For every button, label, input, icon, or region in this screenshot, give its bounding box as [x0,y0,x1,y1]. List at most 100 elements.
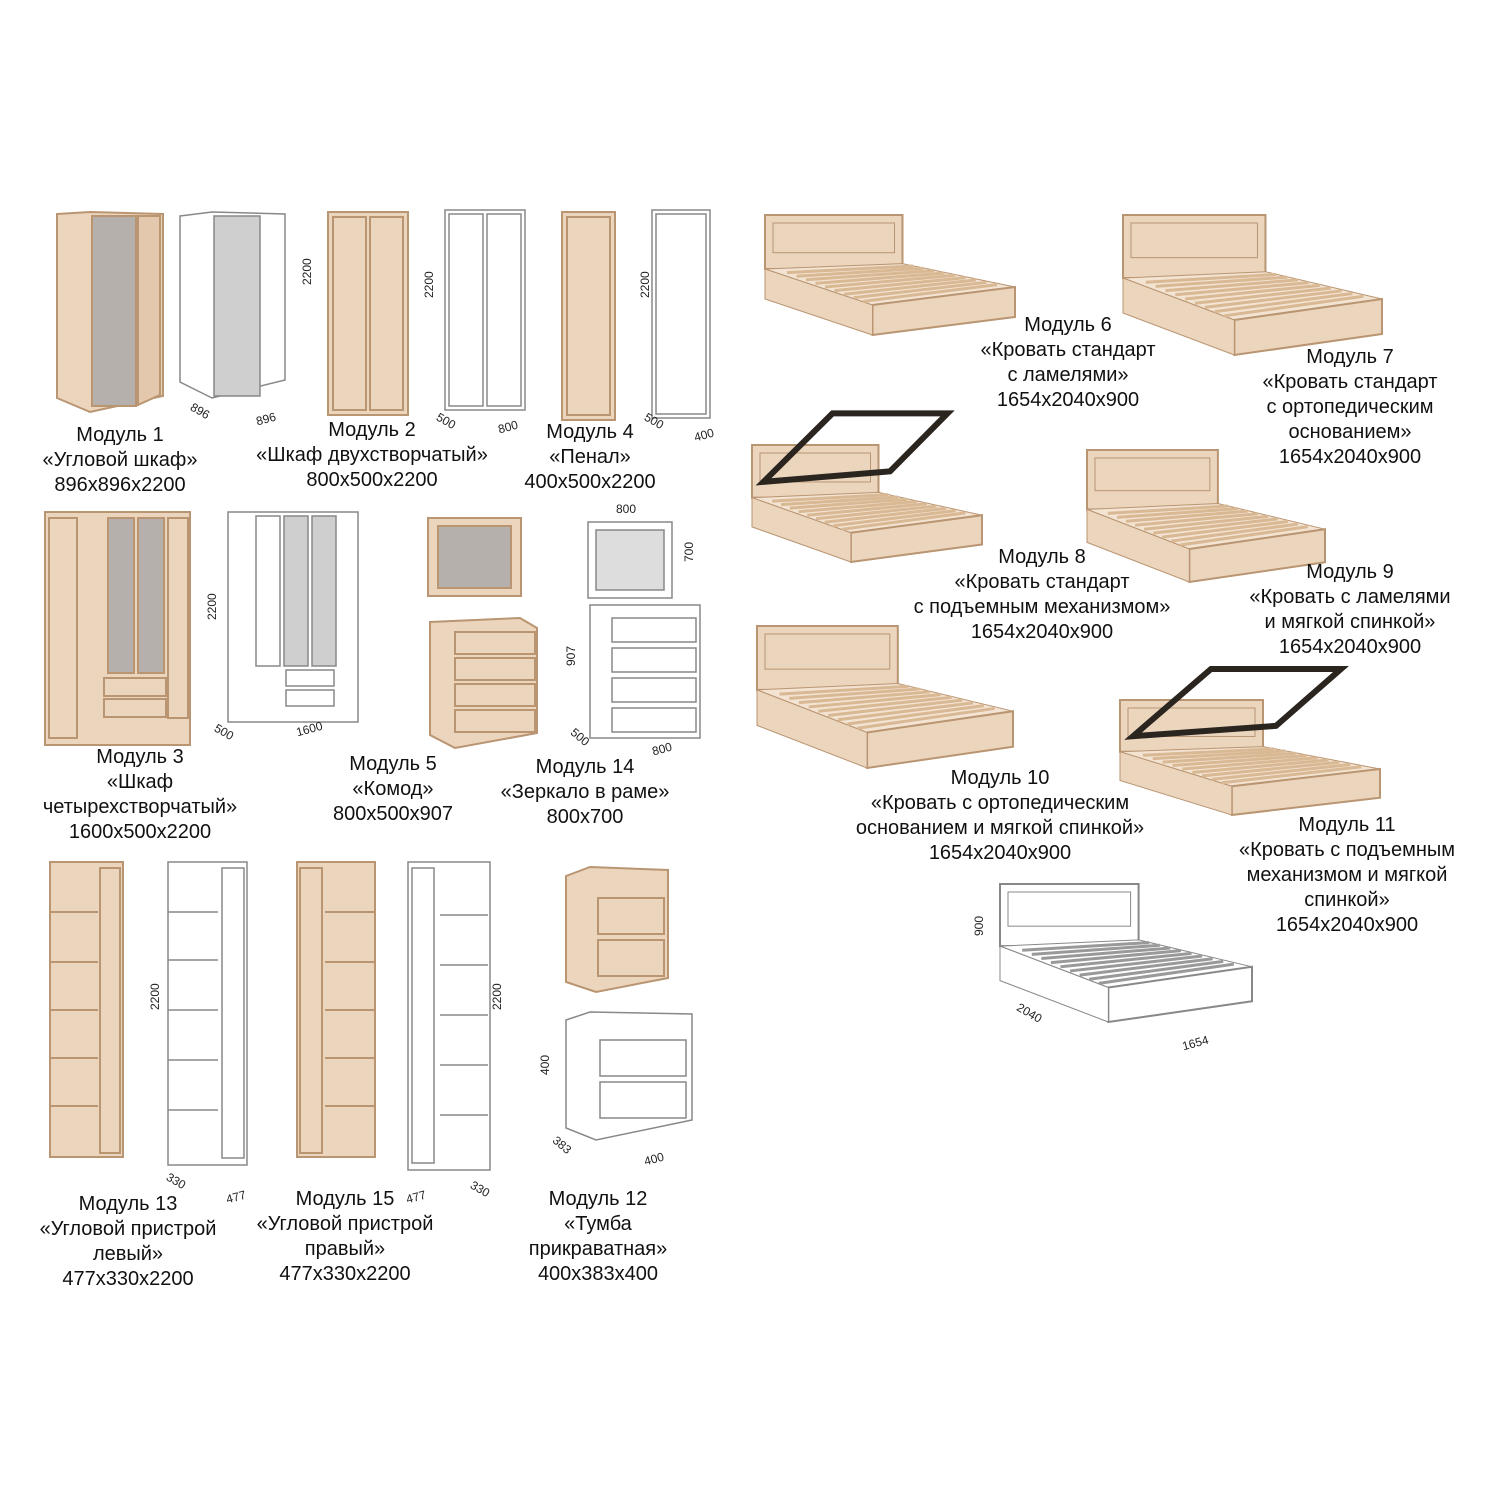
module-description: 1654x2040x900 [1278,446,1422,468]
dimension-label: 907 [564,645,578,666]
module-description: 1654x2040x900 [1275,914,1419,936]
bed-module-11 [1119,665,1381,817]
module-description: правый» [304,1238,386,1260]
slat [796,266,924,278]
left-corner-unit-render [49,861,124,1158]
module-description: «Кровать с подъемным [1238,839,1456,861]
chest-drawing [589,604,701,739]
module-description: 1654x2040x900 [928,842,1072,864]
headboard-panel [1094,457,1211,492]
slat [779,684,909,696]
slat [841,511,966,531]
module-description: четырехстворчатый» [42,796,238,818]
module-description: «Пенал» [549,446,631,468]
bed-dimension-label: 900 [972,915,986,936]
side-rail [764,268,873,336]
slat [1165,278,1299,293]
slat [847,704,985,726]
module-description: «Тумба [564,1213,632,1235]
slat [827,698,963,717]
slat [1211,763,1351,781]
module-name: Модуль 7 [1306,346,1394,368]
caption-m5: Модуль 5«Комод»800x500x907 [333,752,453,827]
slat [1182,756,1318,771]
headboard [1122,214,1267,279]
module-description: 1654x2040x900 [1278,636,1422,658]
module-name: Модуль 5 [349,753,437,775]
module-description: 1600x500x2200 [68,821,212,843]
slat [786,264,914,275]
module-description: «Кровать с ортопедическим [870,792,1130,814]
left-corner-unit-drawing [167,861,248,1166]
slat [815,271,945,285]
slat [1041,946,1171,961]
slat [1142,747,1274,757]
module-name: Модуль 13 [78,1193,178,1215]
slat [1152,517,1279,535]
slat [780,495,898,507]
module-description: «Комод» [352,778,434,800]
slat [1116,507,1238,519]
slat [1125,509,1249,523]
side-rail [1122,277,1235,356]
dimension-label: 2200 [638,271,652,298]
side-rail [999,945,1109,1023]
slat [1175,281,1310,297]
module-name: Модуль 11 [1298,814,1396,836]
module-description: 1654x2040x900 [970,621,1114,643]
slat [1171,522,1299,543]
four-door-wardrobe-drawing [227,511,359,723]
bed-module-10 [756,625,1014,770]
slat [1194,286,1331,305]
module-description: «Кровать стандарт [1262,371,1438,393]
slat [834,276,966,293]
caption-m2: Модуль 2«Шкаф двухстворчатый»800x500x220… [256,418,488,493]
side-rail [751,496,852,563]
slat [1162,751,1296,764]
chest-of-drawers-render [429,616,538,750]
slat [1107,504,1228,515]
slat [1152,749,1285,761]
slat [824,273,956,289]
module-description: 400x383x400 [537,1263,659,1285]
slat [1143,514,1269,531]
slat [1224,294,1364,318]
two-door-wardrobe-drawing [444,209,526,411]
slat [1180,525,1309,547]
module-name: Модуль 3 [96,746,184,768]
pencil-case-render [561,211,616,421]
side-rail [756,689,868,769]
dimension-label: 2200 [490,983,504,1010]
headboard-panel [759,452,871,483]
dimension-label: 2200 [300,258,314,285]
caption-m11: Модуль 11 «Кровать с подъемным механизмом … [1239,813,1455,938]
slat [1060,951,1192,969]
corner-wardrobe-drawing [179,211,286,399]
bedside-table-drawing [565,1011,693,1141]
caption-m1: Модуль 1«Угловой шкаф»896x896x2200 [43,423,198,498]
module-description: «Зеркало в раме» [500,781,670,803]
slat [1145,272,1277,284]
module-description: прикраватная» [528,1238,668,1260]
slat [1155,275,1288,288]
slat [789,687,920,700]
module-description: спинкой» [1304,889,1390,911]
module-name: Модуль 14 [535,756,635,778]
slat [772,493,889,503]
module-description: 477x330x2200 [279,1263,411,1285]
side-rail [1086,508,1190,583]
module-description: механизмом и мягкой [1246,864,1448,886]
bed-module-8 [751,410,983,564]
module-name: Модуль 6 [1024,314,1112,336]
slat [1098,962,1235,985]
module-description: «Угловой пристрой [39,1218,217,1240]
right-corner-unit-drawing [407,861,491,1171]
dimension-label: 2200 [205,593,219,620]
slat [1214,292,1353,314]
module-description: «Кровать стандарт [954,571,1130,593]
module-name: Модуль 2 [328,419,416,441]
slat [1185,283,1320,301]
